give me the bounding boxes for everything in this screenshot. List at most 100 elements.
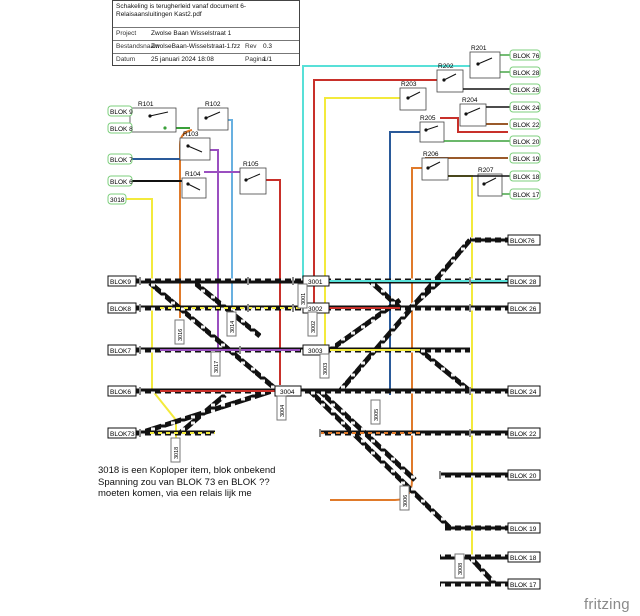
track-blok22: BLOK 22: [510, 431, 537, 438]
track-blok18: BLOK 18: [510, 555, 537, 562]
page-value: 1/1: [263, 56, 273, 63]
project-value: Zwolse Baan Wisselstraat 1: [151, 30, 232, 37]
relay-r206: R206: [421, 151, 449, 181]
tag-3014: 3014: [230, 321, 236, 333]
track-blok26: BLOK 26: [510, 306, 537, 313]
label-3018: 3018: [110, 197, 125, 204]
track-blok20: BLOK 20: [510, 473, 537, 480]
label-blok20: BLOK 20: [513, 139, 540, 146]
tag-3008: 3008: [458, 563, 464, 575]
note-line-3: moeten komen, via een relais lijk me: [98, 488, 252, 499]
switch-3004: 3004: [280, 389, 295, 396]
switch-3003: 3003: [308, 348, 323, 355]
file-value: ZwolseBaan-Wisselstraat-1.fzz: [151, 43, 241, 50]
right-labels: BLOK 76 BLOK 28 BLOK 26 BLOK 24 BLOK 22 …: [509, 49, 541, 200]
relay-label: R105: [243, 161, 259, 168]
track-plan: [135, 237, 510, 587]
wire-yellow-3003: [324, 97, 408, 350]
date-label: Datum: [116, 56, 136, 63]
wire-cyan: [302, 65, 492, 282]
relay-label: R201: [471, 45, 487, 52]
track-blok17: BLOK 17: [510, 582, 537, 589]
tag-3002: 3002: [311, 321, 317, 333]
label-blok24: BLOK 24: [513, 105, 540, 112]
relay-r104: R104: [181, 171, 207, 199]
relay-r203: R203: [399, 81, 427, 111]
relay-r105: R105: [239, 161, 267, 195]
relay-label: R204: [462, 97, 478, 104]
fritzing-logo: fritzing: [584, 596, 630, 613]
tag-3016: 3016: [178, 329, 184, 341]
relay-label: R203: [401, 81, 417, 88]
page-label: Pagina: [245, 56, 266, 63]
relay-r204: R204: [459, 97, 487, 127]
relay-r201: R201: [469, 45, 501, 79]
wire-red-3002: [313, 79, 437, 308]
label-connectors: [444, 54, 510, 195]
tag-3001: 3001: [301, 293, 307, 305]
relay-label: R206: [423, 151, 439, 158]
track-overlays: [150, 280, 510, 434]
track-blok76: BLOK76: [510, 238, 535, 245]
track-right-labels: BLOK76 BLOK 28 BLOK 26 BLOK 24 BLOK 22 B…: [507, 234, 541, 590]
rev-value: 0.3: [263, 43, 273, 50]
track-left-labels: BLOK9 BLOK8 BLOK7 BLOK6 BLOK73: [107, 275, 137, 439]
relay-r202: R202: [436, 63, 464, 93]
tag-3006: 3006: [403, 495, 409, 507]
wire-orange-3006: [330, 167, 428, 501]
relay-r207: R207: [477, 167, 503, 197]
note-line-1: 3018 is een Koploper item, blok onbekend: [98, 465, 276, 476]
relay-r102: R102: [197, 101, 229, 131]
relay-r101: R101: [129, 101, 177, 133]
rev-label: Rev: [245, 43, 257, 50]
wire-yellow-3008: [442, 175, 473, 555]
wire-darkblue-3005: [389, 131, 425, 395]
relay-label: R104: [185, 171, 201, 178]
tag-3003: 3003: [323, 363, 329, 375]
relay-label: R103: [183, 131, 199, 138]
label-blok19: BLOK 19: [513, 156, 540, 163]
label-blok8: BLOK 8: [110, 126, 133, 133]
track-blok8: BLOK8: [110, 306, 131, 313]
wire-yellow-3018: [124, 198, 177, 438]
relay-label: R205: [420, 115, 436, 122]
label-blok18: BLOK 18: [513, 174, 540, 181]
relay-label: R207: [478, 167, 494, 174]
switch-boxes: 3001 3002 3003 3004: [274, 275, 330, 397]
wire-lightblue-3014: [222, 119, 233, 318]
annotation-note: 3018 is een Koploper item, blok onbekend…: [98, 465, 275, 500]
track-blok73: BLOK73: [110, 431, 135, 438]
track-blok24: BLOK 24: [510, 389, 537, 396]
relay-label: R102: [205, 101, 221, 108]
wire-red-r204: [440, 117, 508, 133]
drawing-title: Schakeling is terugherleid vanaf documen…: [116, 3, 247, 18]
relay-label: R202: [438, 63, 454, 70]
relay-r205: R205: [419, 115, 445, 143]
file-label: Bestandsnaam: [116, 43, 160, 50]
label-blok7: BLOK 7: [110, 157, 133, 164]
tag-3005: 3005: [374, 409, 380, 421]
track-blok9: BLOK9: [110, 279, 131, 286]
relay-r103: R103: [179, 131, 211, 161]
track-blok28: BLOK 28: [510, 279, 537, 286]
label-blok28: BLOK 28: [513, 70, 540, 77]
note-line-2: Spanning zou van BLOK 73 en BLOK ??: [98, 476, 270, 488]
track-blok7: BLOK7: [110, 348, 131, 355]
left-labels: BLOK 9 BLOK 8 BLOK 7 BLOK 6 3018: [107, 105, 133, 205]
switch-3001: 3001: [308, 279, 323, 286]
switch-3002: 3002: [308, 306, 323, 313]
title-block: Schakeling is terugherleid vanaf documen…: [112, 0, 300, 66]
date-value: 25 januari 2024 18:08: [151, 56, 214, 63]
track-blok19: BLOK 19: [510, 526, 537, 533]
isolation-marks: [139, 277, 471, 479]
label-blok17: BLOK 17: [513, 192, 540, 199]
relay-label: R101: [138, 101, 154, 108]
label-blok26: BLOK 26: [513, 87, 540, 94]
tag-3018: 3018: [174, 447, 180, 459]
label-blok22: BLOK 22: [513, 122, 540, 129]
project-label: Project: [116, 30, 137, 37]
tag-3017: 3017: [214, 361, 220, 373]
label-blok76: BLOK 76: [513, 53, 540, 60]
tag-3004: 3004: [280, 405, 286, 417]
label-blok6: BLOK 6: [110, 179, 133, 186]
